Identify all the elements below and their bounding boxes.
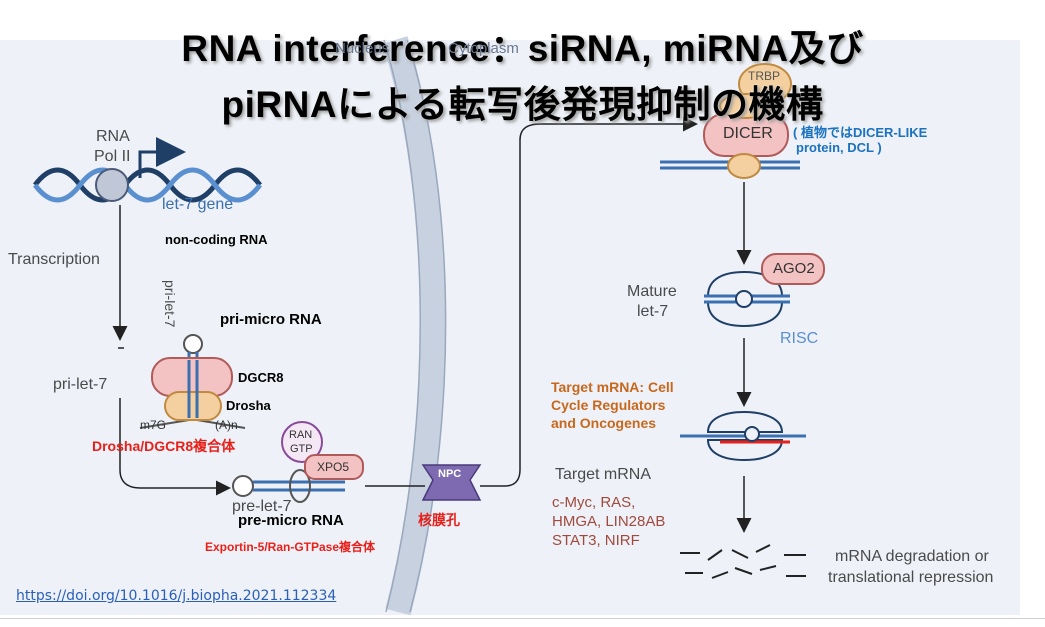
drosha-protein bbox=[164, 391, 222, 421]
risc-complex bbox=[704, 270, 790, 328]
nuclear-pore-label: 核膜孔 bbox=[418, 512, 460, 528]
target-orange-label-1: Target mRNA: Cell bbox=[551, 379, 674, 395]
let7-gene-label: let-7 gene bbox=[162, 196, 234, 213]
target-orange-label-3: and Oncogenes bbox=[551, 415, 657, 431]
mature-label-1: Mature bbox=[627, 283, 677, 300]
transcription-label: Transcription bbox=[8, 251, 100, 268]
drosha-complex-label: Drosha/DGCR8複合体 bbox=[92, 438, 236, 454]
ran-label-2: GTP bbox=[290, 443, 313, 455]
dgcr8-label: DGCR8 bbox=[238, 370, 284, 385]
degradation-label-2: translational repression bbox=[828, 569, 994, 586]
diagram-background bbox=[0, 40, 1020, 615]
targets-label-2: HMGA, LIN28AB bbox=[552, 513, 666, 530]
rna-pol-ii bbox=[95, 168, 129, 202]
polya-label: (A)n bbox=[215, 418, 238, 432]
degradation-label-1: mRNA degradation or bbox=[835, 548, 989, 565]
risc-label: RISC bbox=[780, 330, 819, 347]
m7g-label: m7G bbox=[140, 418, 167, 432]
page-title-line2: piRNAによる転写後発現抑制の機構 bbox=[221, 84, 824, 125]
nuclear-membrane bbox=[382, 36, 446, 616]
xpo5-protein bbox=[304, 454, 364, 480]
ago2-label: AGO2 bbox=[773, 260, 815, 277]
pri-let7-vertical-label: pri-let-7 bbox=[162, 280, 178, 328]
pre-let7-label: pre-let-7 bbox=[232, 498, 292, 515]
ago2-protein bbox=[761, 253, 825, 285]
rna-pol-label-2: Pol II bbox=[94, 148, 131, 165]
pre-micro-rna-label: pre-micro RNA bbox=[238, 512, 344, 529]
dgcr8-protein bbox=[151, 357, 233, 397]
npc-pore bbox=[421, 464, 482, 501]
trbp-label: TRBP bbox=[748, 69, 781, 83]
ran-gtp bbox=[281, 421, 323, 463]
dicer-like-label-2: protein, DCL ) bbox=[796, 140, 882, 155]
targets-label-1: c-Myc, RAS, bbox=[552, 494, 636, 511]
pre-mirna bbox=[232, 475, 345, 497]
doi-link[interactable]: https://doi.org/10.1016/j.biopha.2021.11… bbox=[16, 588, 337, 604]
dna-helix bbox=[33, 167, 262, 203]
mature-label-2: let-7 bbox=[637, 303, 669, 320]
exportin-label: Exportin-5/Ran-GTPase複合体 bbox=[205, 540, 376, 554]
ran-label-1: RAN bbox=[289, 429, 313, 441]
dicer-like-label-1: ( 植物ではDICER-LIKE bbox=[793, 125, 928, 140]
pri-micro-rna-label: pri-micro RNA bbox=[220, 311, 322, 328]
degraded-fragments bbox=[680, 544, 806, 579]
nucleus-label: Nucleus bbox=[335, 40, 390, 57]
pri-let7-label: pri-let-7 bbox=[53, 376, 108, 393]
page-title-line1: RNA interference：siRNA, miRNA及び bbox=[181, 28, 864, 69]
dicer-label: DICER bbox=[723, 125, 773, 142]
target-orange-label-2: Cycle Regulators bbox=[551, 397, 666, 413]
xpo5-ring bbox=[289, 469, 311, 503]
non-coding-rna-label: non-coding RNA bbox=[165, 232, 268, 247]
target-mrna-complex bbox=[680, 410, 806, 462]
targets-label-3: STAT3, NIRF bbox=[552, 532, 640, 549]
target-mrna-label: Target mRNA bbox=[555, 466, 652, 483]
xpo5-label: XPO5 bbox=[317, 460, 350, 474]
divider bbox=[0, 618, 1045, 619]
drosha-label: Drosha bbox=[226, 398, 271, 413]
npc-label: NPC bbox=[438, 468, 462, 480]
cytoplasm-label: Cytoplasm bbox=[448, 40, 519, 57]
rna-pol-label-1: RNA bbox=[96, 128, 130, 145]
